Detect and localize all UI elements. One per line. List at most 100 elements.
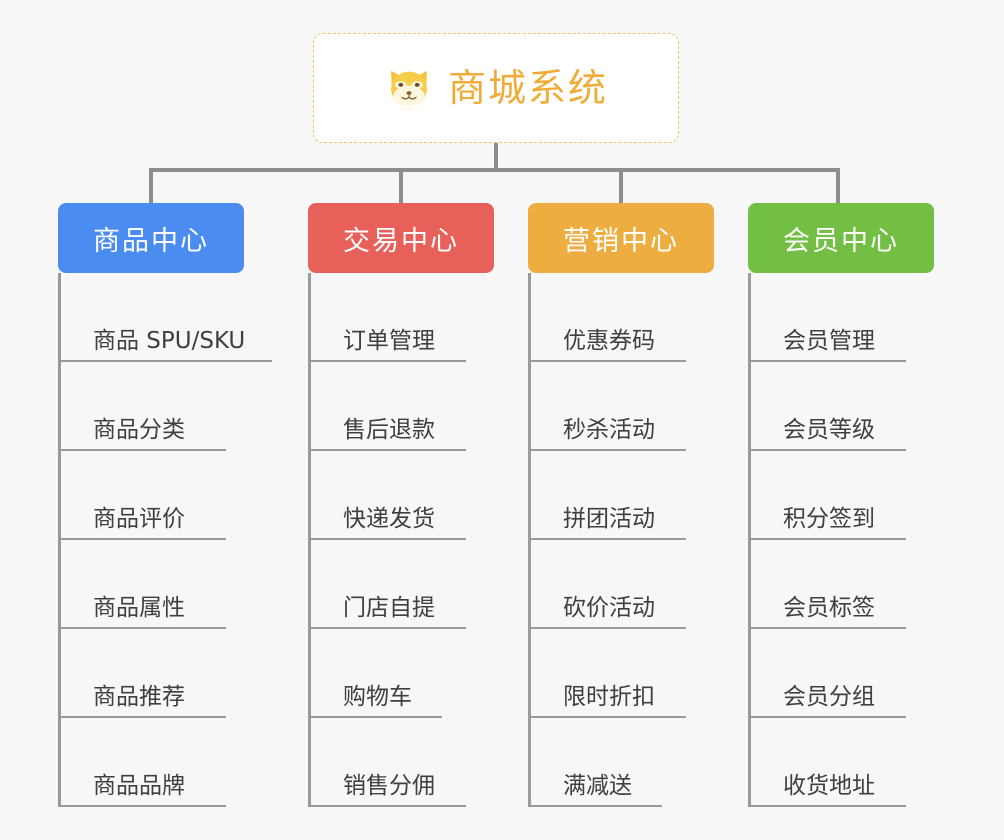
leaf-label: 砍价活动 [563,595,655,621]
column-marketing-center: 营销中心优惠券码秒杀活动拼团活动砍价活动限时折扣满减送 [528,203,714,807]
leaf-item[interactable]: 商品推荐 [58,629,244,718]
leaf-item[interactable]: 会员标签 [748,540,934,629]
leaf-underline [528,538,686,540]
leaf-label: 购物车 [343,684,412,710]
category-header-marketing-center[interactable]: 营销中心 [528,203,714,273]
leaf-label: 秒杀活动 [563,417,655,443]
leaf-underline [308,449,466,451]
leaf-item[interactable]: 销售分佣 [308,718,494,807]
column-product-center: 商品中心商品 SPU/SKU 商品分类商品评价商品属性商品推荐商品品牌 [58,203,272,807]
leaf-label: 订单管理 [343,328,435,354]
leaf-label: 销售分佣 [343,773,435,799]
category-label: 交易中心 [343,225,459,257]
leaf-underline [528,805,662,807]
leaf-label: 拼团活动 [563,506,655,532]
column-trunk-trade-center [308,273,311,807]
leaf-list-trade-center: 订单管理售后退款快递发货门店自提购物车销售分佣 [308,273,494,807]
leaf-underline [748,627,906,629]
leaf-underline [58,805,226,807]
leaf-item[interactable]: 收货地址 [748,718,934,807]
leaf-label: 收货地址 [783,773,875,799]
leaf-item[interactable]: 商品属性 [58,540,244,629]
leaf-underline [308,538,466,540]
category-header-product-center[interactable]: 商品中心 [58,203,244,273]
leaf-label: 商品 SPU/SKU [93,328,246,354]
leaf-item[interactable]: 商品评价 [58,451,244,540]
leaf-label: 会员分组 [783,684,875,710]
leaf-label: 快递发货 [343,506,435,532]
connector-drop-member-center [836,168,840,205]
leaf-item[interactable]: 优惠券码 [528,273,714,362]
column-member-center: 会员中心会员管理会员等级积分签到会员标签会员分组收货地址 [748,203,934,807]
column-trunk-product-center [58,273,61,807]
connector-drop-marketing-center [619,168,623,205]
leaf-item[interactable]: 积分签到 [748,451,934,540]
leaf-label: 满减送 [563,773,632,799]
leaf-item[interactable]: 会员分组 [748,629,934,718]
leaf-item[interactable]: 会员管理 [748,273,934,362]
category-header-trade-center[interactable]: 交易中心 [308,203,494,273]
leaf-underline [58,716,226,718]
leaf-label: 门店自提 [343,595,435,621]
leaf-label: 限时折扣 [563,684,655,710]
leaf-label: 优惠券码 [563,328,655,354]
leaf-underline [58,627,226,629]
leaf-label: 商品推荐 [93,684,185,710]
leaf-underline [58,538,226,540]
category-label: 会员中心 [783,225,899,257]
dog-face-icon [391,70,427,110]
leaf-item[interactable]: 砍价活动 [528,540,714,629]
leaf-underline [528,360,686,362]
leaf-item[interactable]: 商品 SPU/SKU [58,273,272,362]
category-header-member-center[interactable]: 会员中心 [748,203,934,273]
leaf-item[interactable]: 售后退款 [308,362,494,451]
leaf-underline [528,716,686,718]
leaf-item[interactable]: 商品品牌 [58,718,244,807]
leaf-label: 会员等级 [783,417,875,443]
leaf-label: 商品评价 [93,506,185,532]
leaf-underline [528,449,686,451]
leaf-item[interactable]: 商品分类 [58,362,244,451]
leaf-underline [308,805,466,807]
leaf-label: 会员标签 [783,595,875,621]
leaf-underline [748,538,906,540]
leaf-underline [748,716,906,718]
leaf-item[interactable]: 会员等级 [748,362,934,451]
leaf-list-marketing-center: 优惠券码秒杀活动拼团活动砍价活动限时折扣满减送 [528,273,714,807]
leaf-label: 商品分类 [93,417,185,443]
column-trunk-marketing-center [528,273,531,807]
category-label: 营销中心 [563,225,679,257]
leaf-item[interactable]: 快递发货 [308,451,494,540]
leaf-underline [308,627,466,629]
leaf-list-product-center: 商品 SPU/SKU 商品分类商品评价商品属性商品推荐商品品牌 [58,273,272,807]
category-label: 商品中心 [93,225,209,257]
column-trunk-member-center [748,273,751,807]
leaf-item[interactable]: 拼团活动 [528,451,714,540]
leaf-label: 商品属性 [93,595,185,621]
leaf-underline [58,449,226,451]
leaf-item[interactable]: 限时折扣 [528,629,714,718]
leaf-label: 会员管理 [783,328,875,354]
leaf-label: 商品品牌 [93,773,185,799]
leaf-item[interactable]: 门店自提 [308,540,494,629]
leaf-underline [748,360,906,362]
leaf-underline [58,360,272,362]
connector-bus [150,168,840,172]
leaf-item[interactable]: 购物车 [308,629,494,718]
root-node[interactable]: 商城系统 [313,33,679,143]
leaf-item[interactable]: 满减送 [528,718,714,807]
leaf-item[interactable]: 订单管理 [308,273,494,362]
leaf-item[interactable]: 秒杀活动 [528,362,714,451]
leaf-underline [308,360,466,362]
connector-drop-product-center [149,168,153,205]
column-trade-center: 交易中心订单管理售后退款快递发货门店自提购物车销售分佣 [308,203,494,807]
connector-drop-trade-center [399,168,403,205]
leaf-underline [528,627,686,629]
leaf-underline [748,449,906,451]
leaf-underline [308,716,442,718]
leaf-underline [748,805,906,807]
leaf-label: 积分签到 [783,506,875,532]
connector-root-stem [494,143,498,170]
leaf-list-member-center: 会员管理会员等级积分签到会员标签会员分组收货地址 [748,273,934,807]
root-title: 商城系统 [447,66,608,110]
